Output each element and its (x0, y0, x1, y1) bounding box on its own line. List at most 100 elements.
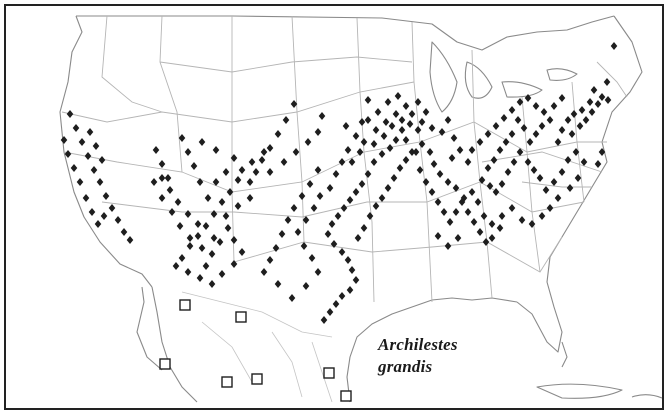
record-marker (288, 294, 296, 302)
record-marker (436, 170, 444, 178)
record-marker (222, 168, 230, 176)
record-marker (212, 146, 220, 154)
record-marker (546, 116, 554, 124)
record-marker (582, 116, 590, 124)
record-marker (324, 230, 332, 238)
open-square-marker (251, 373, 263, 385)
record-marker (448, 154, 456, 162)
record-marker (452, 184, 460, 192)
record-marker (532, 102, 540, 110)
record-marker (398, 116, 406, 124)
record-marker (514, 116, 522, 124)
record-marker (92, 142, 100, 150)
record-marker (76, 178, 84, 186)
record-marker (440, 208, 448, 216)
record-marker (304, 138, 312, 146)
record-marker (516, 148, 524, 156)
record-marker (528, 220, 536, 228)
record-marker (520, 124, 528, 132)
record-marker (604, 96, 612, 104)
record-marker (354, 234, 362, 242)
record-marker (558, 94, 566, 102)
record-marker (464, 208, 472, 216)
record-marker (478, 176, 486, 184)
record-marker (603, 78, 611, 86)
record-marker (536, 174, 544, 182)
record-marker (426, 148, 434, 156)
record-marker (356, 148, 364, 156)
record-marker (578, 106, 586, 114)
record-marker (168, 208, 176, 216)
record-marker (378, 150, 386, 158)
record-marker (516, 98, 524, 106)
record-marker (340, 204, 348, 212)
record-marker (94, 220, 102, 228)
record-marker (190, 162, 198, 170)
record-marker (100, 212, 108, 220)
record-marker (352, 276, 360, 284)
record-marker (314, 128, 322, 136)
record-marker (380, 132, 388, 140)
open-square-marker (221, 376, 233, 388)
record-marker (590, 86, 598, 94)
record-marker (446, 218, 454, 226)
record-marker (266, 256, 274, 264)
record-marker (594, 100, 602, 108)
record-marker (572, 148, 580, 156)
record-marker (338, 158, 346, 166)
record-marker (566, 184, 574, 192)
range-map: Archilestes grandis (2, 2, 664, 410)
record-marker (298, 192, 306, 200)
record-marker (98, 156, 106, 164)
record-marker (372, 126, 380, 134)
record-marker (152, 146, 160, 154)
record-marker (428, 188, 436, 196)
record-marker (230, 236, 238, 244)
record-marker (524, 94, 532, 102)
record-marker (280, 158, 288, 166)
record-marker (372, 202, 380, 210)
record-marker (360, 224, 368, 232)
record-marker (546, 204, 554, 212)
record-marker (352, 188, 360, 196)
record-marker (458, 198, 466, 206)
record-marker (364, 116, 372, 124)
record-marker (374, 108, 382, 116)
record-marker (306, 180, 314, 188)
record-marker (158, 174, 166, 182)
record-marker (382, 118, 390, 126)
record-marker (558, 168, 566, 176)
record-marker (598, 93, 606, 101)
open-square-marker (323, 367, 335, 379)
record-marker (502, 138, 510, 146)
record-marker (496, 224, 504, 232)
record-marker (218, 198, 226, 206)
record-marker (238, 248, 246, 256)
map-border (4, 4, 664, 410)
record-marker (198, 244, 206, 252)
record-marker (246, 178, 254, 186)
record-marker (418, 118, 426, 126)
record-marker (464, 158, 472, 166)
record-marker (554, 194, 562, 202)
species-genus: Archilestes (378, 335, 458, 354)
record-marker (216, 238, 224, 246)
record-marker (84, 152, 92, 160)
record-marker (378, 194, 386, 202)
record-marker (586, 98, 594, 106)
record-marker (554, 138, 562, 146)
open-square-marker (179, 299, 191, 311)
record-marker (416, 166, 424, 174)
record-marker (390, 174, 398, 182)
record-marker (332, 300, 340, 308)
record-marker (598, 148, 606, 156)
record-marker (334, 212, 342, 220)
record-marker (360, 138, 368, 146)
record-marker (326, 308, 334, 316)
record-marker (234, 176, 242, 184)
record-marker (196, 178, 204, 186)
record-marker (90, 166, 98, 174)
record-marker (402, 156, 410, 164)
record-marker (202, 222, 210, 230)
